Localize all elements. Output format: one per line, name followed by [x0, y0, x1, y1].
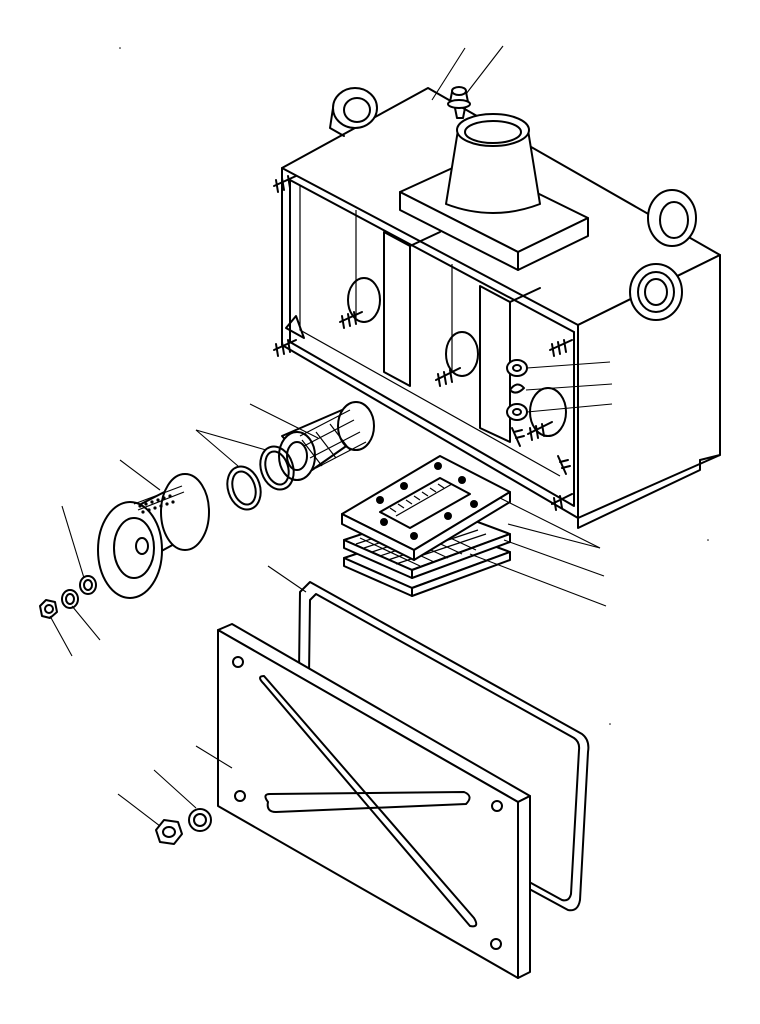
lock-nut — [39, 599, 58, 619]
leader-lines — [49, 45, 613, 827]
leader-mesh-bottom — [469, 553, 607, 607]
leader-cover — [195, 745, 233, 769]
o-ring-pair — [226, 445, 295, 511]
leader-nut — [49, 615, 73, 657]
leader-cover-washer — [153, 769, 197, 809]
leader-oring-b — [195, 429, 267, 451]
leader-gasket — [267, 565, 307, 593]
leader-cartridge — [249, 403, 319, 439]
leader-washer-2 — [71, 605, 101, 641]
leader-grease-fitting — [465, 45, 504, 95]
leader-plug-1 — [526, 361, 611, 369]
mesh-screen-stack — [341, 455, 511, 597]
leader-mesh — [503, 539, 605, 577]
leader-plug-3 — [526, 403, 613, 413]
leader-washer — [61, 505, 85, 579]
filter-cup — [97, 473, 210, 599]
inlet-ports — [329, 87, 697, 321]
leader-cup — [119, 459, 161, 491]
cover-nut — [155, 819, 183, 845]
housing-studs — [273, 175, 573, 511]
leader-grid-a — [499, 497, 601, 549]
grease-fitting — [447, 86, 471, 119]
cover-plate — [217, 623, 531, 979]
cup-knurl — [138, 494, 175, 514]
outlet-nozzle — [399, 113, 589, 271]
leader-cover-nut — [117, 793, 161, 827]
spacer-washer — [61, 575, 97, 609]
leader-oring-a — [195, 429, 239, 467]
scan-specks — [119, 47, 709, 725]
cover-washer — [188, 808, 212, 832]
plug-set — [506, 359, 528, 421]
leader-housing — [431, 47, 466, 101]
leader-plug-2 — [525, 383, 613, 391]
leader-grid-b — [507, 523, 601, 549]
